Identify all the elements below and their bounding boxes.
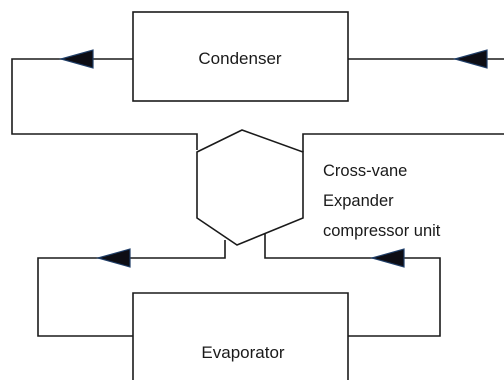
cross-vane-unit	[196, 129, 304, 246]
flow-arrow-evaporator-right	[369, 248, 405, 268]
line-condenser-left-loop	[11, 58, 198, 150]
condenser-box	[132, 11, 349, 102]
evaporator-box	[132, 292, 349, 380]
flow-arrow-condenser-outlet	[58, 49, 94, 69]
line-unit-to-evap-right	[264, 233, 441, 337]
condenser-label: Condenser	[198, 49, 282, 68]
unit-label-line2: Expander	[323, 192, 394, 210]
line-unit-to-right	[302, 133, 504, 152]
evaporator-label: Evaporator	[201, 343, 284, 362]
flow-arrow-condenser-inlet	[452, 49, 488, 69]
unit-label-line3: compressor unit	[323, 222, 441, 240]
line-unit-to-evap-left	[37, 240, 226, 337]
unit-label-line1: Cross-vane	[323, 162, 407, 180]
flow-arrow-evaporator-left	[95, 248, 131, 268]
